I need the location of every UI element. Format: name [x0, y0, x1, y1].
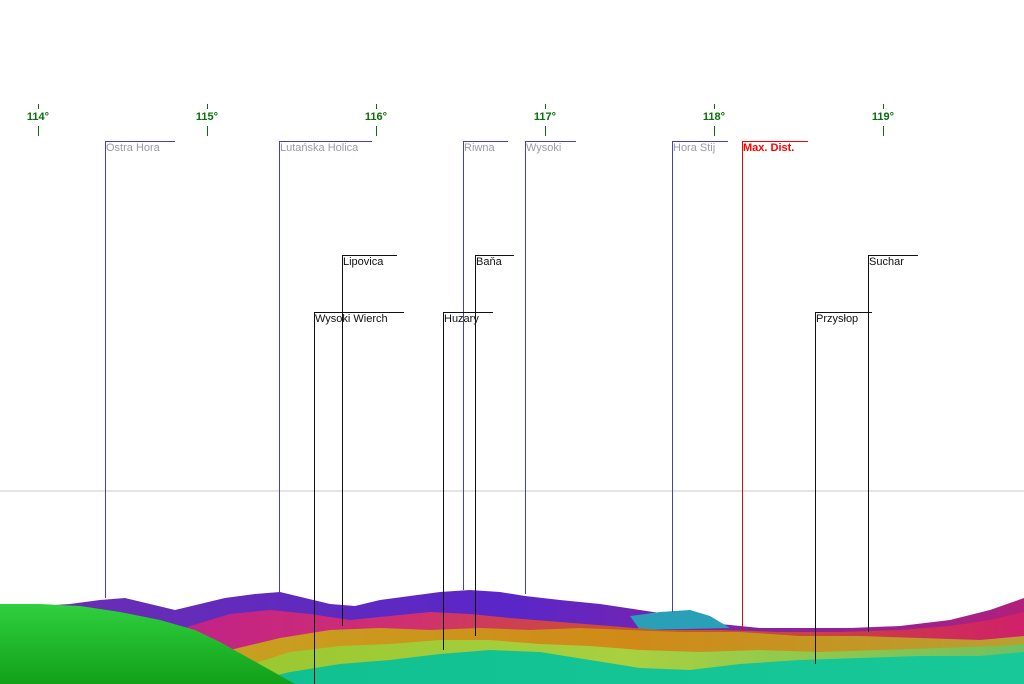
degree-tick-114-top	[38, 104, 39, 109]
marker-bana	[475, 255, 514, 636]
peak-label-przyslop[interactable]: Przysłop	[816, 313, 859, 325]
degree-label-115: 115°	[195, 111, 219, 123]
peak-label-wysoki-wierch[interactable]: Wysoki Wierch	[315, 313, 388, 325]
degree-tick-117-top	[545, 104, 546, 109]
max-distance-label[interactable]: Max. Dist.	[743, 142, 795, 154]
peak-label-huzary[interactable]: Huzary	[444, 313, 479, 325]
degree-label-116: 116°	[364, 111, 388, 123]
peak-label-suchar[interactable]: Suchar	[869, 256, 904, 268]
marker-riwna	[463, 141, 508, 590]
peak-label-lutanska-holica[interactable]: Lutańska Holica	[280, 142, 359, 154]
marker-przyslop	[815, 312, 872, 664]
peak-markers	[105, 141, 918, 684]
degree-label-119: 119°	[871, 111, 895, 123]
peak-label-hora-stij[interactable]: Hora Stij	[673, 142, 716, 154]
degree-label-117: 117°	[533, 111, 557, 123]
degree-tick-118-bottom	[714, 126, 715, 136]
peak-label-riwna[interactable]: Riwna	[464, 142, 495, 154]
degree-tick-115-bottom	[207, 126, 208, 136]
degree-tick-119-bottom	[883, 126, 884, 136]
marker-hora-stij	[672, 141, 728, 612]
ridge-teal-hump	[630, 610, 730, 630]
degree-tick-115-top	[207, 104, 208, 109]
marker-wysoki-wierch	[314, 312, 404, 684]
marker-lutanska-holica	[279, 141, 372, 592]
marker-wysoki	[525, 141, 576, 594]
degree-tick-114-bottom	[38, 126, 39, 136]
degree-label-118: 118°	[702, 111, 726, 123]
marker-ostra-hora	[105, 141, 175, 598]
ridge-teal-front	[240, 650, 1024, 684]
marker-lipovica	[342, 255, 397, 626]
peak-label-lipovica[interactable]: Lipovica	[343, 256, 384, 268]
marker-huzary	[443, 312, 493, 650]
degree-tick-117-bottom	[545, 126, 546, 136]
peak-label-wysoki[interactable]: Wysoki	[526, 142, 562, 154]
ridge-green-front	[0, 604, 295, 684]
degree-tick-116-top	[376, 104, 377, 109]
peak-label-ostra-hora[interactable]: Ostra Hora	[106, 142, 160, 154]
degree-tick-116-bottom	[376, 126, 377, 136]
marker-suchar	[868, 255, 918, 632]
degree-label-114: 114°	[26, 111, 50, 123]
marker-max-distance	[742, 141, 808, 630]
peak-label-bana[interactable]: Baňa	[476, 256, 502, 268]
degree-tick-118-top	[714, 104, 715, 109]
degree-tick-119-top	[883, 104, 884, 109]
